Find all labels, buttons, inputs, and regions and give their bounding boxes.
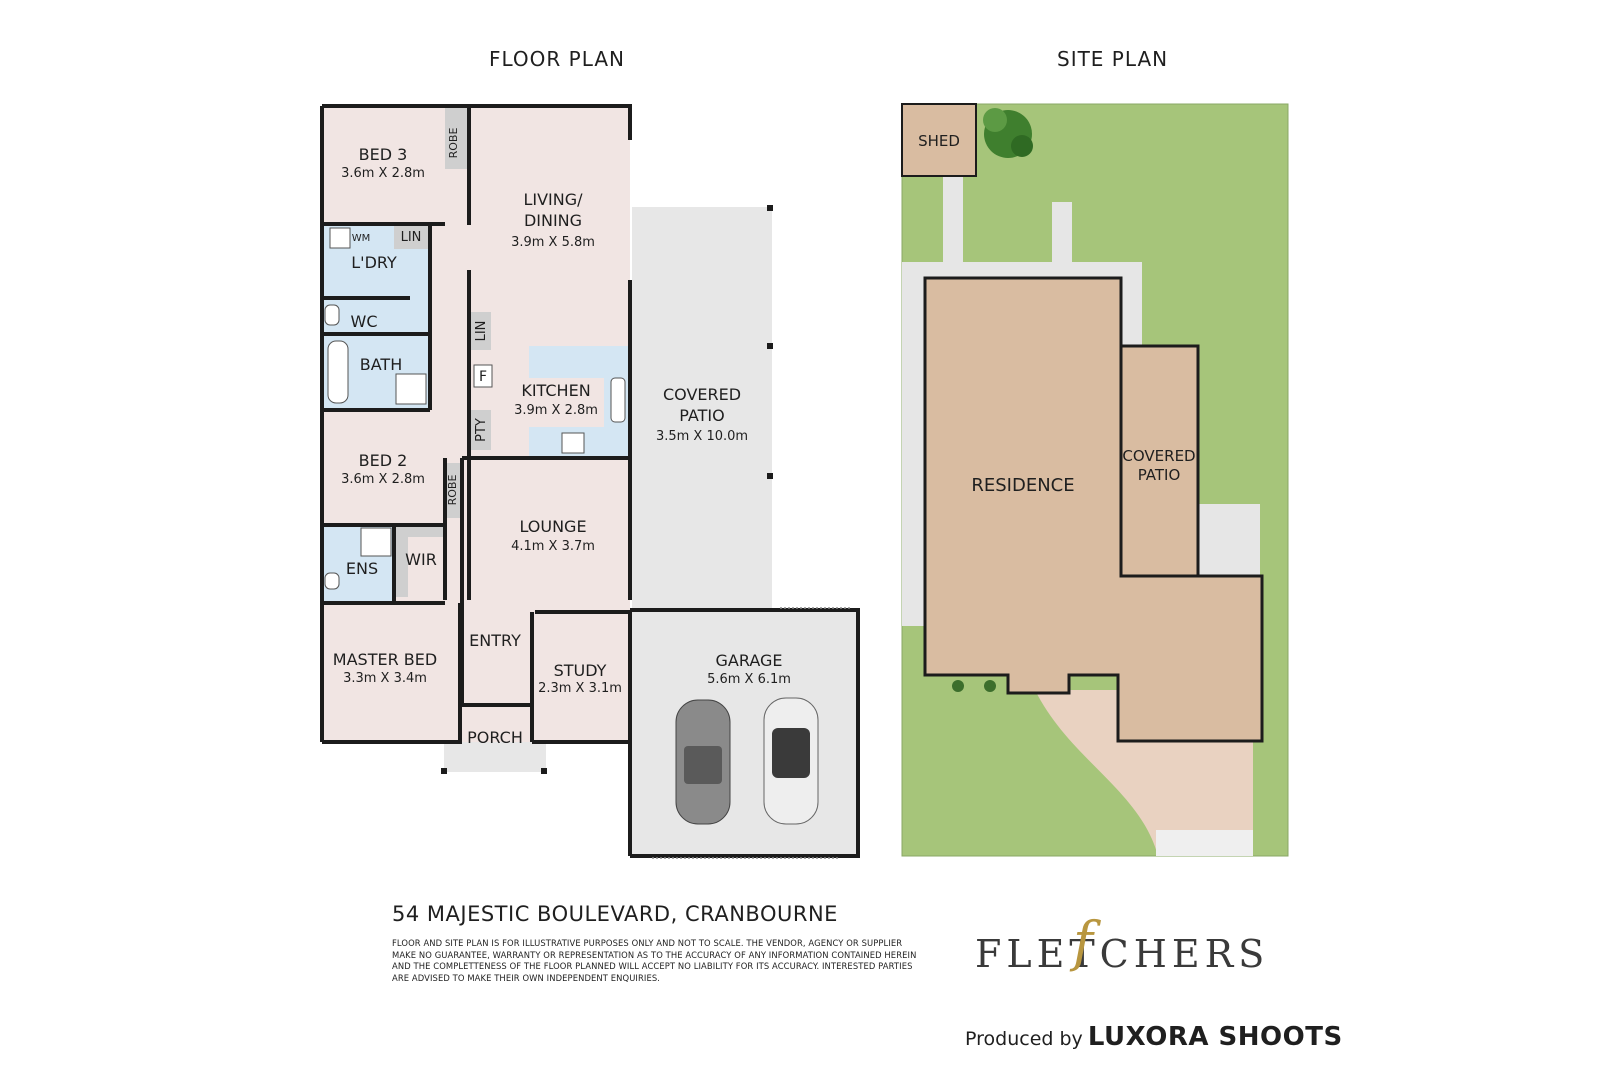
logo-text: FLETCHERS (975, 932, 1270, 976)
producer-brand: LUXORA SHOOTS (1087, 1022, 1343, 1052)
robe-top-label: ROBE (447, 128, 460, 159)
bath-shower (395, 373, 427, 405)
bed2-label: BED 2 (359, 451, 408, 470)
lin-mid-label: LIN (474, 321, 489, 342)
bed2-dims: 3.6m X 2.8m (341, 472, 425, 487)
disclaimer-text: FLOOR AND SITE PLAN IS FOR ILLUSTRATIVE … (392, 938, 917, 983)
path-side (1122, 262, 1142, 346)
site-plan: SHED RESIDENCE COVERED PATIO (901, 103, 1289, 857)
shrub-icon (952, 680, 996, 692)
patio-posts (441, 205, 773, 774)
garage-label: GARAGE (716, 651, 783, 670)
tree-icon (983, 108, 1033, 158)
site-patio-label-2: PATIO (1138, 466, 1181, 484)
master-dims: 3.3m X 3.4m (343, 671, 427, 686)
bed3-label: BED 3 (359, 145, 408, 164)
driveway (1035, 690, 1253, 856)
site-paving (1190, 504, 1260, 576)
lounge-dims: 4.1m X 3.7m (511, 539, 595, 554)
shed (901, 103, 977, 177)
walls (320, 104, 860, 858)
residence-label: RESIDENCE (971, 475, 1074, 496)
bathtub (327, 340, 349, 404)
lin-top-label: LIN (401, 230, 422, 245)
linen-top (394, 225, 430, 249)
robe-mid-label: ROBE (446, 475, 459, 506)
wm-label: WM (352, 233, 371, 244)
living-label-2: DINING (524, 211, 582, 230)
robe-mid (446, 463, 462, 518)
produced-by: Produced by LUXORA SHOOTS (965, 1022, 1343, 1052)
garage-dims: 5.6m X 6.1m (707, 672, 791, 687)
bath-label: BATH (360, 355, 402, 374)
site-patio-label-1: COVERED (1122, 447, 1195, 465)
wc-label: WC (351, 312, 378, 331)
kitchen-dims: 3.9m X 2.8m (514, 403, 598, 418)
laundry-label: L'DRY (351, 253, 397, 272)
path-centre (1052, 202, 1072, 264)
floor-plan-heading: FLOOR PLAN (489, 47, 625, 71)
lounge-label: LOUNGE (519, 517, 586, 536)
logo-f-flourish: f (1073, 910, 1093, 973)
site-plan-heading: SITE PLAN (1057, 47, 1169, 71)
kitchen-floor (529, 378, 604, 427)
patio-label-2: PATIO (679, 406, 724, 425)
site-covered-patio (1119, 344, 1200, 578)
bed3-dims: 3.6m X 2.8m (341, 166, 425, 181)
living-label-1: LIVING/ (523, 190, 583, 209)
laundry-tub (329, 227, 351, 249)
study-dims: 2.3m X 3.1m (538, 681, 622, 696)
study-label: STUDY (554, 661, 607, 680)
shed-label: SHED (918, 132, 960, 150)
linen-mid (471, 312, 491, 350)
master-label: MASTER BED (333, 650, 437, 669)
pantry-label: PTY (474, 418, 489, 442)
ens-shower (360, 527, 392, 557)
wc-toilet (324, 304, 340, 326)
car-light (763, 697, 819, 825)
ensuite-label: ENS (346, 559, 378, 578)
fridge-label: F (479, 369, 487, 385)
garage-area (632, 610, 858, 856)
ens-toilet (324, 572, 340, 590)
path-left (902, 262, 924, 626)
patio-label-1: COVERED (663, 385, 741, 404)
kitchen-sink (610, 377, 626, 423)
wir-floor (408, 537, 445, 597)
car-dark (675, 699, 731, 825)
wc-floor (322, 298, 430, 334)
patio-dims: 3.5m X 10.0m (656, 429, 748, 444)
pantry (471, 410, 491, 450)
fletchers-logo: FLETCHERS f (975, 910, 1275, 992)
wir-label: WIR (405, 550, 437, 569)
path-shed (943, 176, 963, 264)
living-dims: 3.9m X 5.8m (511, 235, 595, 250)
kitchen-label: KITCHEN (521, 381, 590, 400)
produced-prefix: Produced by (965, 1028, 1083, 1050)
entry-label: ENTRY (469, 631, 521, 650)
covered-patio-area (632, 207, 772, 608)
floor-plan: BED 3 3.6m X 2.8m ROBE LIVING/ DINING 3.… (320, 104, 860, 859)
robe-top (445, 107, 469, 169)
porch-label: PORCH (467, 728, 523, 747)
fridge-box (473, 364, 493, 388)
driveway-apron (1156, 830, 1253, 856)
property-address: 54 MAJESTIC BOULEVARD, CRANBOURNE (392, 902, 838, 926)
cooktop (561, 432, 585, 454)
